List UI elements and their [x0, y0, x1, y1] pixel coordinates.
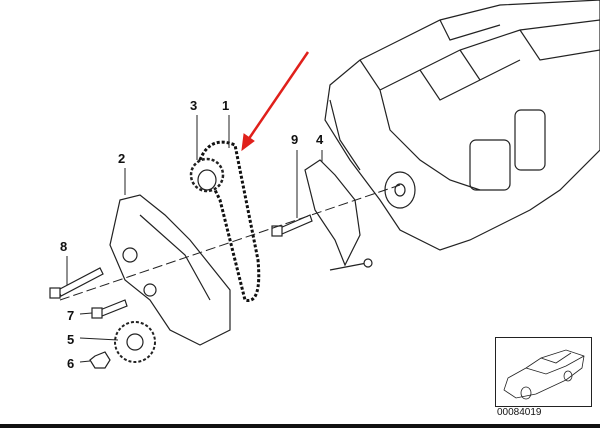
red-arrow	[241, 51, 310, 152]
label-part-6: 6	[67, 356, 75, 371]
leader-lines	[59, 115, 401, 363]
bolts	[49, 214, 313, 369]
label-part-8: 8	[60, 239, 68, 254]
label-part-1: 1	[222, 98, 230, 113]
sprocket-upper	[189, 157, 225, 193]
label-part-3: 3	[190, 98, 198, 113]
vehicle-thumbnail	[495, 337, 592, 407]
label-part-5: 5	[67, 332, 75, 347]
label-part-7: 7	[67, 308, 75, 323]
tensioner-bracket	[304, 159, 373, 271]
diagram-reference-code: 00084019	[497, 407, 542, 418]
bottom-border	[0, 424, 600, 428]
lower-sprocket	[114, 321, 156, 363]
chain-guide-bracket	[109, 194, 231, 346]
engine-block	[324, 0, 600, 251]
label-part-2: 2	[118, 151, 126, 166]
label-part-4: 4	[316, 132, 324, 147]
oil-pump-chain	[198, 140, 261, 302]
label-part-9: 9	[291, 132, 299, 147]
car-icon	[503, 349, 585, 400]
